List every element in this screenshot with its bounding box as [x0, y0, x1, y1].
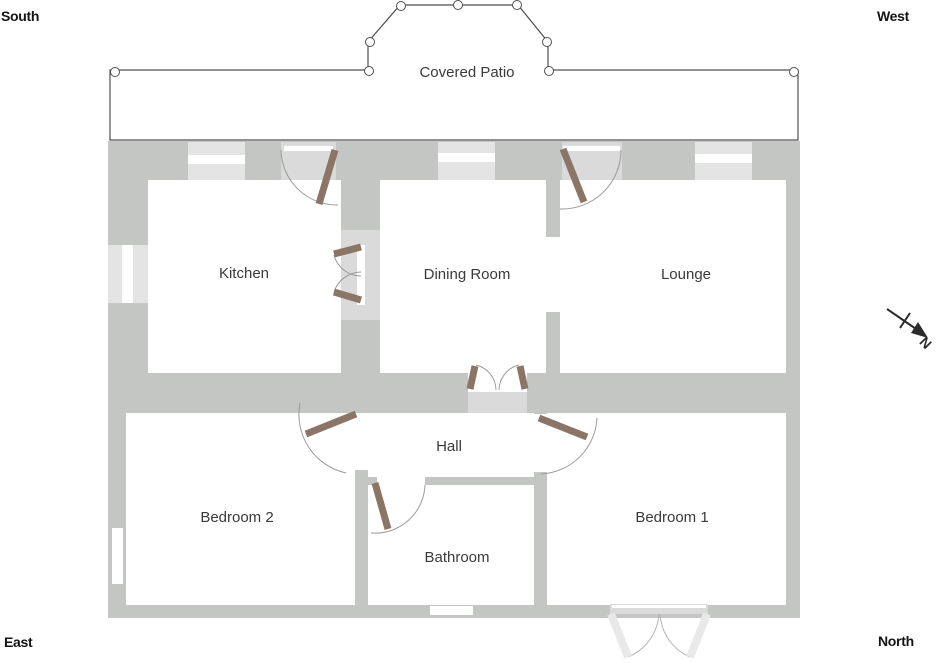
lounge-window-pane: [695, 154, 752, 163]
room-labels: Kitchen Dining Room Lounge Hall Bedroom …: [200, 265, 711, 566]
bedroom2-door-panel: [304, 410, 358, 438]
door-panels: [304, 147, 589, 530]
french-door-panels: [607, 612, 711, 659]
orientation-north: North: [878, 633, 914, 649]
kitchen-patio-door-sill: [284, 146, 333, 151]
kitchen-label: Kitchen: [219, 265, 269, 282]
entrance-door-gap: [468, 373, 527, 392]
bathroom-door-gap: [377, 477, 425, 485]
patio-post: [110, 67, 120, 77]
french-door-arc-left: [627, 613, 660, 658]
covered-patio-label: Covered Patio: [419, 64, 514, 81]
bedroom2-label: Bedroom 2: [200, 509, 273, 526]
patio-post: [453, 0, 463, 10]
patio-post: [544, 66, 554, 76]
covered-patio: [109, 0, 799, 141]
orientation-south: South: [1, 8, 39, 24]
patio-post: [789, 67, 799, 77]
compass-arrowhead: [911, 322, 928, 338]
kitchen-patio-door-arc: [280, 149, 339, 206]
bathroom-window: [430, 606, 473, 615]
kitchen-dining-door-panel-bottom: [333, 288, 362, 304]
french-door-threshold: [610, 604, 708, 614]
patio-post: [396, 1, 406, 11]
entrance-door-panel-right: [516, 365, 529, 390]
french-door-sill: [612, 605, 706, 608]
bedroom1-door-panel: [537, 414, 589, 441]
patio-post: [364, 66, 374, 76]
compass-n-label: N: [917, 334, 935, 352]
wall-right: [786, 180, 800, 618]
bedroom1-door-gap: [534, 414, 547, 472]
open-passages: [284, 146, 706, 608]
kitchen-dining-door-arc-top: [333, 254, 362, 277]
french-door-panel-right: [686, 612, 711, 659]
patio-post: [542, 37, 552, 47]
orientation-labels: South West East North: [1, 8, 914, 650]
orientation-east: East: [4, 634, 33, 650]
compass-shaft: [886, 308, 920, 332]
kitchen-dining-door-panel-top: [333, 243, 362, 258]
bedroom2-side-window: [112, 528, 123, 584]
kitchen-window-pane: [188, 155, 245, 164]
kitchen-side-window-pane: [122, 245, 133, 303]
bedroom2-door-gap: [355, 413, 368, 470]
lounge-patio-door-panel: [559, 147, 588, 204]
entrance-door-arc-left: [475, 364, 497, 391]
french-door-panel-left: [607, 612, 632, 659]
orientation-west: West: [877, 8, 910, 24]
window-panes: [112, 153, 752, 615]
lounge-patio-door-sill: [563, 146, 620, 151]
entrance-door-threshold: [468, 392, 527, 413]
wall-middle-band: [108, 373, 800, 413]
bedroom1-door-arc: [540, 417, 598, 475]
area-labels: Covered Patio: [419, 64, 514, 81]
entrance-door-panel-left: [466, 365, 479, 390]
kitchen-dining-door-gap: [357, 245, 365, 305]
bathroom-door-panel: [371, 482, 392, 530]
entrance-door-arc-right: [498, 364, 520, 391]
bedroom2-door-arc: [298, 402, 347, 474]
bathroom-door-arc: [370, 484, 426, 534]
french-door-arcs: [627, 613, 691, 658]
compass-north-icon: N: [886, 308, 935, 352]
french-door-arc-right: [659, 613, 691, 658]
walls: [108, 141, 800, 618]
dining-lounge-opening: [546, 237, 560, 312]
dining-window-pane: [438, 153, 495, 162]
patio-post: [365, 37, 375, 47]
door-swing-arcs: [280, 149, 622, 534]
kitchen-patio-door-panel: [315, 149, 339, 205]
lounge-patio-door-arc: [559, 149, 622, 210]
hall-label: Hall: [436, 438, 462, 455]
bathroom-label: Bathroom: [424, 549, 489, 566]
wall-hall-bathroom: [368, 477, 534, 485]
lounge-label: Lounge: [661, 266, 711, 283]
patio-posts: [110, 0, 799, 77]
compass-cross-tick: [899, 312, 911, 329]
bedroom1-label: Bedroom 1: [635, 509, 708, 526]
dining-room-label: Dining Room: [424, 266, 511, 283]
patio-post: [512, 0, 522, 10]
